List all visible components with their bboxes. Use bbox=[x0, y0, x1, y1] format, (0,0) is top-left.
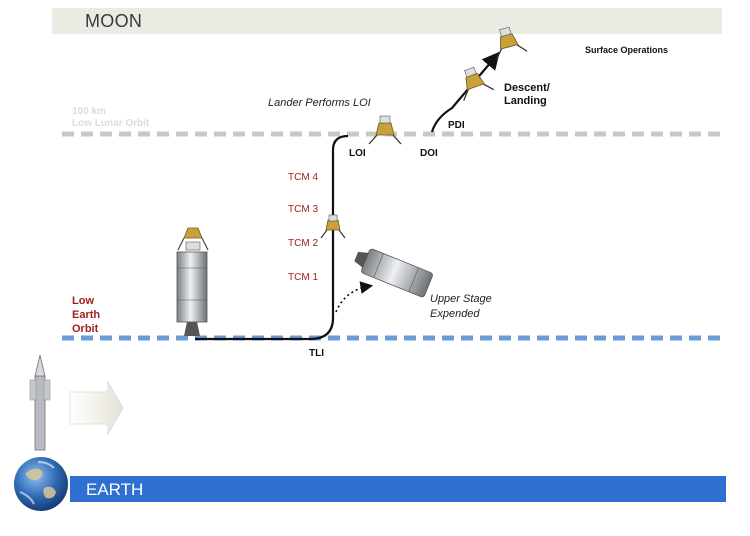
upper-stage-dotted-path bbox=[335, 281, 374, 313]
leo-label-line3: Orbit bbox=[72, 323, 99, 335]
tcm4-label: TCM 4 bbox=[288, 172, 318, 183]
trajectory-path bbox=[195, 134, 349, 341]
lunar-orbit-altitude: 100 km bbox=[72, 106, 106, 117]
earth-band bbox=[70, 476, 726, 502]
surface-operations-label: Surface Operations bbox=[585, 45, 669, 55]
tli-label: TLI bbox=[309, 348, 324, 359]
descent-label-line1: Descent/ bbox=[504, 82, 550, 94]
tcm3-label: TCM 3 bbox=[288, 204, 318, 215]
tcm2-label: TCM 2 bbox=[288, 238, 318, 249]
tcm1-label: TCM 1 bbox=[288, 272, 318, 283]
leo-label-line1: Low bbox=[72, 295, 94, 307]
upper-stage-label-line1: Upper Stage bbox=[430, 293, 492, 305]
pdi-label: PDI bbox=[448, 120, 465, 131]
lander-loi-label: Lander Performs LOI bbox=[268, 97, 371, 109]
lander-icon bbox=[495, 26, 528, 60]
arrow-right-icon bbox=[69, 380, 124, 436]
loi-label: LOI bbox=[349, 148, 366, 159]
lander-icon bbox=[463, 66, 495, 101]
rocket-icon bbox=[29, 354, 51, 451]
lander-icon bbox=[368, 115, 402, 145]
spacecraft-stack-icon bbox=[176, 227, 209, 336]
upper-stage-icon bbox=[354, 248, 433, 298]
moon-band bbox=[52, 8, 722, 34]
descent-path bbox=[430, 51, 500, 133]
leo-label: Low Earth Orbit bbox=[72, 294, 100, 336]
earth-label: EARTH bbox=[86, 480, 144, 499]
doi-label: DOI bbox=[420, 148, 438, 159]
lander-icon bbox=[320, 214, 346, 239]
lunar-orbit-label: Low Lunar Orbit bbox=[72, 118, 150, 129]
upper-stage-label: Upper Stage Expended bbox=[430, 292, 492, 322]
leo-label-line2: Earth bbox=[72, 309, 101, 321]
moon-label: MOON bbox=[85, 11, 143, 31]
upper-stage-label-line2: Expended bbox=[430, 308, 480, 320]
descent-label: Descent/ Landing bbox=[504, 82, 550, 108]
descent-label-line2: Landing bbox=[504, 95, 547, 107]
earth-globe-icon bbox=[14, 457, 68, 511]
